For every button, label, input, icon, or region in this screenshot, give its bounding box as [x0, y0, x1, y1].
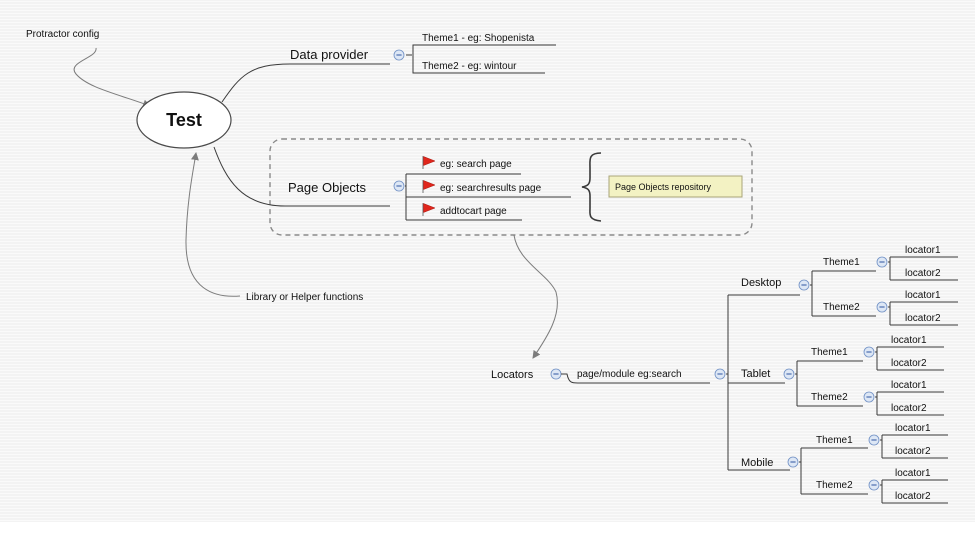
device-tablet-label[interactable]: Tablet: [741, 368, 770, 380]
protractor-config-arrow: [73, 47, 151, 108]
repository-note-box[interactable]: [608, 175, 743, 198]
mobile-toggle-icon[interactable]: [787, 456, 799, 468]
mobile-theme2-locator1[interactable]: locator1: [895, 468, 931, 479]
bottom-margin: [0, 522, 975, 536]
page-objects-toggle-icon[interactable]: [393, 180, 405, 192]
desktop-theme1-locator1[interactable]: locator1: [905, 245, 941, 256]
page-objects-label[interactable]: Page Objects: [288, 180, 367, 195]
root-node-label: Test: [166, 110, 202, 130]
data-provider-child-2[interactable]: Theme2 - eg: wintour: [422, 61, 517, 72]
tablet-themes-connector: [795, 360, 863, 407]
mobile-theme2-locator2[interactable]: locator2: [895, 491, 931, 502]
desktop-theme2-locator1[interactable]: locator1: [905, 290, 941, 301]
flag-icon: [422, 179, 436, 194]
desktop-locators-connector: [888, 256, 958, 326]
branch-locators-module: [561, 373, 710, 384]
tablet-locators-connector: [875, 346, 944, 416]
desktop-theme1-toggle-icon[interactable]: [876, 256, 888, 268]
page-object-item-1[interactable]: eg: search page: [440, 159, 512, 170]
device-mobile-label[interactable]: Mobile: [741, 457, 773, 469]
mobile-theme1-toggle-icon[interactable]: [868, 434, 880, 446]
tablet-theme2-locator1[interactable]: locator1: [891, 380, 927, 391]
data-provider-bracket: [406, 44, 556, 74]
mobile-theme2-toggle-icon[interactable]: [868, 479, 880, 491]
tablet-theme1-locator1[interactable]: locator1: [891, 335, 927, 346]
page-object-item-3[interactable]: addtocart page: [440, 206, 507, 217]
mobile-themes-connector: [799, 447, 868, 495]
data-provider-child-1[interactable]: Theme1 - eg: Shopenista: [422, 33, 535, 44]
desktop-theme2-label[interactable]: Theme2: [823, 302, 860, 313]
page-objects-bracket: [405, 173, 571, 221]
module-toggle-icon[interactable]: [714, 368, 726, 380]
desktop-theme1-locator2[interactable]: locator2: [905, 268, 941, 279]
mobile-theme1-locator1[interactable]: locator1: [895, 423, 931, 434]
root-node-test[interactable]: [136, 91, 232, 149]
tablet-theme1-locator2[interactable]: locator2: [891, 358, 927, 369]
branch-test-page-objects: [213, 146, 390, 207]
tablet-theme1-toggle-icon[interactable]: [863, 346, 875, 358]
flag-icon: [422, 202, 436, 217]
mobile-theme2-label[interactable]: Theme2: [816, 480, 853, 491]
locators-label[interactable]: Locators: [491, 369, 534, 381]
tablet-theme2-locator2[interactable]: locator2: [891, 403, 927, 414]
protractor-config-note: Protractor config: [26, 29, 99, 40]
branch-test-data-provider: [221, 63, 390, 103]
desktop-theme2-toggle-icon[interactable]: [876, 301, 888, 313]
desktop-themes-connector: [810, 270, 876, 317]
mobile-locators-connector: [880, 434, 948, 504]
tablet-theme2-label[interactable]: Theme2: [811, 392, 848, 403]
tablet-theme1-label[interactable]: Theme1: [811, 347, 848, 358]
locators-toggle-icon[interactable]: [550, 368, 562, 380]
desktop-theme2-locator2[interactable]: locator2: [905, 313, 941, 324]
page-object-item-2[interactable]: eg: searchresults page: [440, 183, 542, 194]
repository-brace: [581, 152, 602, 222]
page-objects-group-box: [269, 138, 753, 236]
device-desktop-label[interactable]: Desktop: [741, 277, 781, 289]
desktop-theme1-label[interactable]: Theme1: [823, 257, 860, 268]
mind-map-canvas: Test Protractor config Library or Helper…: [26, 29, 958, 504]
flag-icon: [422, 155, 436, 170]
library-helpers-arrow: [185, 152, 241, 297]
page-objects-to-locators-arrow: [513, 234, 558, 359]
repository-note-label: Page Objects repository: [615, 182, 712, 192]
library-helpers-note: Library or Helper functions: [246, 292, 363, 303]
module-label[interactable]: page/module eg:search: [577, 369, 682, 380]
mobile-theme1-locator2[interactable]: locator2: [895, 446, 931, 457]
data-provider-toggle-icon[interactable]: [393, 49, 405, 61]
tablet-theme2-toggle-icon[interactable]: [863, 391, 875, 403]
tablet-toggle-icon[interactable]: [783, 368, 795, 380]
desktop-toggle-icon[interactable]: [798, 279, 810, 291]
data-provider-label[interactable]: Data provider: [290, 47, 369, 62]
devices-connector: [726, 294, 800, 471]
mobile-theme1-label[interactable]: Theme1: [816, 435, 853, 446]
